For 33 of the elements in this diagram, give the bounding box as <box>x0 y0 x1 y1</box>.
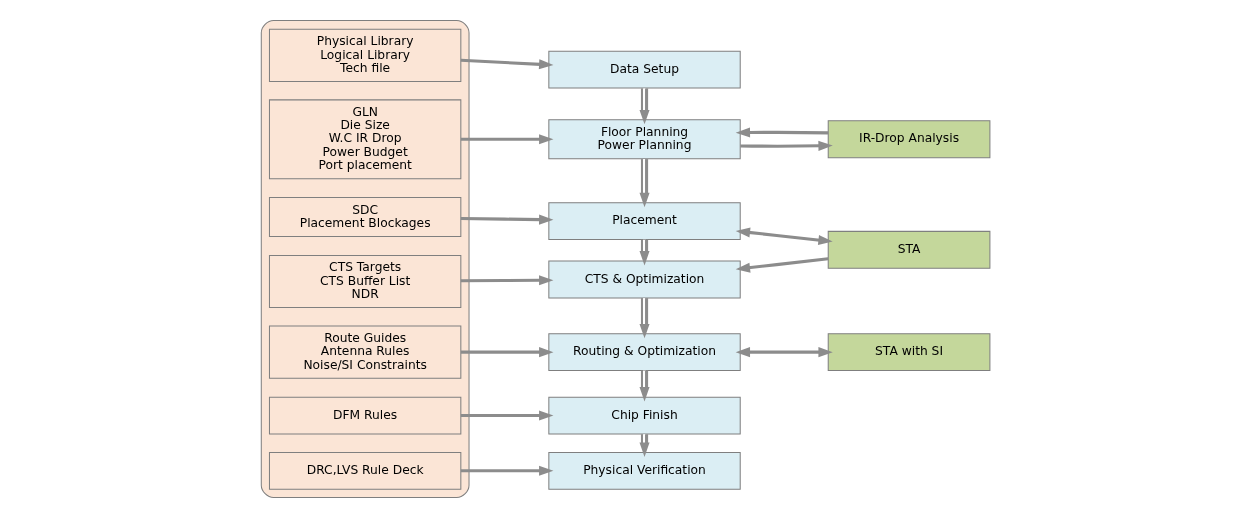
node-box: DRC,LVS Rule Deck <box>268 451 462 490</box>
node-box: Physical Library Logical Library Tech file <box>268 28 462 82</box>
node-box: Physical Verification <box>548 451 741 490</box>
arrow <box>735 127 829 138</box>
arrow <box>639 298 650 339</box>
arrow <box>460 275 554 286</box>
arrow <box>639 159 650 208</box>
arrow <box>460 410 554 421</box>
node-box: Data Setup <box>548 50 741 89</box>
node-box: CTS & Optimization <box>548 260 741 299</box>
arrow <box>460 134 554 145</box>
arrow <box>460 58 554 70</box>
arrow <box>735 257 829 273</box>
arrow <box>639 88 650 125</box>
node-box: GLN Die Size W.C IR Drop Power Budget Port placement <box>268 99 462 180</box>
node-box: CTS Targets CTS Buffer List NDR <box>268 254 462 309</box>
node-box: STA with SI <box>827 333 991 372</box>
node-box: Floor Planning Power Planning <box>548 119 741 160</box>
arrow <box>460 214 554 225</box>
node-box: Chip Finish <box>548 396 741 435</box>
node-box: Placement <box>548 202 741 241</box>
node-box: IR-Drop Analysis <box>827 120 991 159</box>
arrow <box>460 465 554 476</box>
node-box: DFM Rules <box>268 396 462 435</box>
node-box: SDC Placement Blockages <box>268 197 462 237</box>
arrow <box>740 140 833 151</box>
node-box: Routing & Optimization <box>548 333 741 372</box>
arrow <box>460 347 554 358</box>
cluster <box>260 20 470 498</box>
arrow <box>735 227 833 245</box>
node-box: Route Guides Antenna Rules Noise/SI Constraints <box>268 325 462 379</box>
arrow <box>735 347 833 358</box>
node-box: STA <box>827 230 991 269</box>
